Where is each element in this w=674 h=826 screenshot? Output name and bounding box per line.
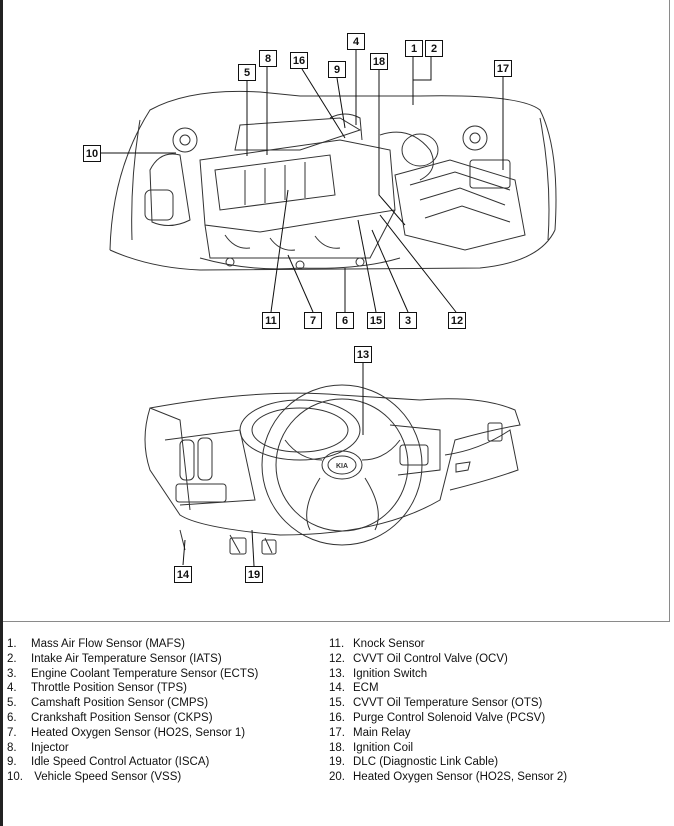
legend-item: 8. Injector [7,741,317,756]
legend-number: 5. [7,697,17,710]
legend-label: Intake Air Temperature Sensor (IATS) [31,652,222,665]
callout-15: 15 [367,312,385,329]
page-left-border [0,0,3,826]
leader-lines [101,50,504,567]
legend-label: Injector [31,741,69,754]
legend-label: Crankshaft Position Sensor (CKPS) [31,711,213,724]
legend-number: 15. [329,697,345,710]
legend-label: Heated Oxygen Sensor (HO2S, Sensor 2) [353,771,568,784]
callout-19: 19 [245,566,263,583]
legend-number: 8. [7,741,17,754]
legend-item: 5. Camshaft Position Sensor (CMPS) [7,696,317,711]
callout-2: 2 [425,40,443,57]
legend-label: ECM [353,682,379,695]
legend-item: 6. Crankshaft Position Sensor (CKPS) [7,711,317,726]
legend-number: 16. [329,711,345,724]
callout-18: 18 [370,53,388,70]
callout-5: 5 [238,64,256,81]
legend-label: Throttle Position Sensor (TPS) [31,682,187,695]
legend-item: 2. Intake Air Temperature Sensor (IATS) [7,652,317,667]
legend-label: Camshaft Position Sensor (CMPS) [31,697,209,710]
legend-item: 9. Idle Speed Control Actuator (ISCA) [7,755,317,770]
legend-number: 19. [329,756,345,769]
legend-number: 20. [329,771,345,784]
legend-item: 17. Main Relay [329,726,659,741]
steering-emblem: KIA [336,463,348,470]
legend-number: 18. [329,741,345,754]
legend-item: 20. Heated Oxygen Sensor (HO2S, Sensor 2) [329,770,659,785]
legend-label: Ignition Coil [353,741,414,754]
callout-3: 3 [399,312,417,329]
legend-label: Mass Air Flow Sensor (MAFS) [31,638,185,650]
legend-label: Purge Control Solenoid Valve (PCSV) [353,711,546,724]
emblem-group: KIA [327,455,357,475]
callout-10: 10 [83,145,101,162]
legend-number: 14. [329,682,345,695]
callout-17: 17 [494,60,512,77]
dashboard-drawing [144,384,521,555]
legend-item: 13. Ignition Switch [329,667,659,682]
legend-number: 12. [329,652,345,665]
legend-item: 15. CVVT Oil Temperature Sensor (OTS) [329,696,659,711]
figure-frame [3,0,670,622]
callout-13: 13 [354,346,372,363]
legend-label: Knock Sensor [353,638,425,650]
legend-number: 4. [7,682,17,695]
legend-label: DLC (Diagnostic Link Cable) [353,756,499,769]
legend-label: CVVT Oil Temperature Sensor (OTS) [353,697,543,710]
legend-item: 4. Throttle Position Sensor (TPS) [7,681,317,696]
callout-6: 6 [336,312,354,329]
legend-label: Ignition Switch [353,667,428,680]
legend-label: Heated Oxygen Sensor (HO2S, Sensor 1) [31,726,246,739]
legend-number: 1. [7,638,17,650]
legend-number: 11. [329,638,345,650]
legend-item: 7. Heated Oxygen Sensor (HO2S, Sensor 1) [7,726,317,741]
engine-bay-drawing [109,90,557,271]
legend-item: 3. Engine Coolant Temperature Sensor (ECT… [7,667,317,682]
callout-12: 12 [448,312,466,329]
legend-label: CVVT Oil Control Valve (OCV) [353,652,508,665]
legend-label: Vehicle Speed Sensor (VSS) [31,771,182,784]
legend-item: 12. CVVT Oil Control Valve (OCV) [329,652,659,667]
legend-number: 10. [7,771,23,784]
callout-8: 8 [259,50,277,67]
callout-1: 1 [405,40,423,57]
legend-number: 9. [7,756,17,769]
legend-item: 16. Purge Control Solenoid Valve (PCSV) [329,711,659,726]
legend-label: Engine Coolant Temperature Sensor (ECTS) [31,667,259,680]
legend-number: 17. [329,726,345,739]
legend-number: 13. [329,667,345,680]
legend-number: 7. [7,726,17,739]
legend-item: 18. Ignition Coil [329,741,659,756]
legend-item: 11. Knock Sensor [329,637,659,652]
legend-number: 2. [7,652,17,665]
legend-right-column: 11. Knock Sensor 12. CVVT Oil Control Valv… [329,637,659,785]
legend-item: 1. Mass Air Flow Sensor (MAFS) [7,637,317,652]
callout-4: 4 [347,33,365,50]
legend-label: Idle Speed Control Actuator (ISCA) [31,756,210,769]
legend-number: 6. [7,711,17,724]
callout-11: 11 [262,312,280,329]
callout-7: 7 [304,312,322,329]
legend-left-column: 1. Mass Air Flow Sensor (MAFS) 2. Intake A… [7,637,317,785]
callout-9: 9 [328,61,346,78]
callout-14: 14 [174,566,192,583]
legend-item: 10. Vehicle Speed Sensor (VSS) [7,770,317,785]
legend-item: 19. DLC (Diagnostic Link Cable) [329,755,659,770]
legend-item: 14. ECM [329,681,659,696]
legend-number: 3. [7,667,17,680]
callout-16: 16 [290,52,308,69]
legend-label: Main Relay [353,726,411,739]
component-location-figure: KIA [101,50,557,567]
